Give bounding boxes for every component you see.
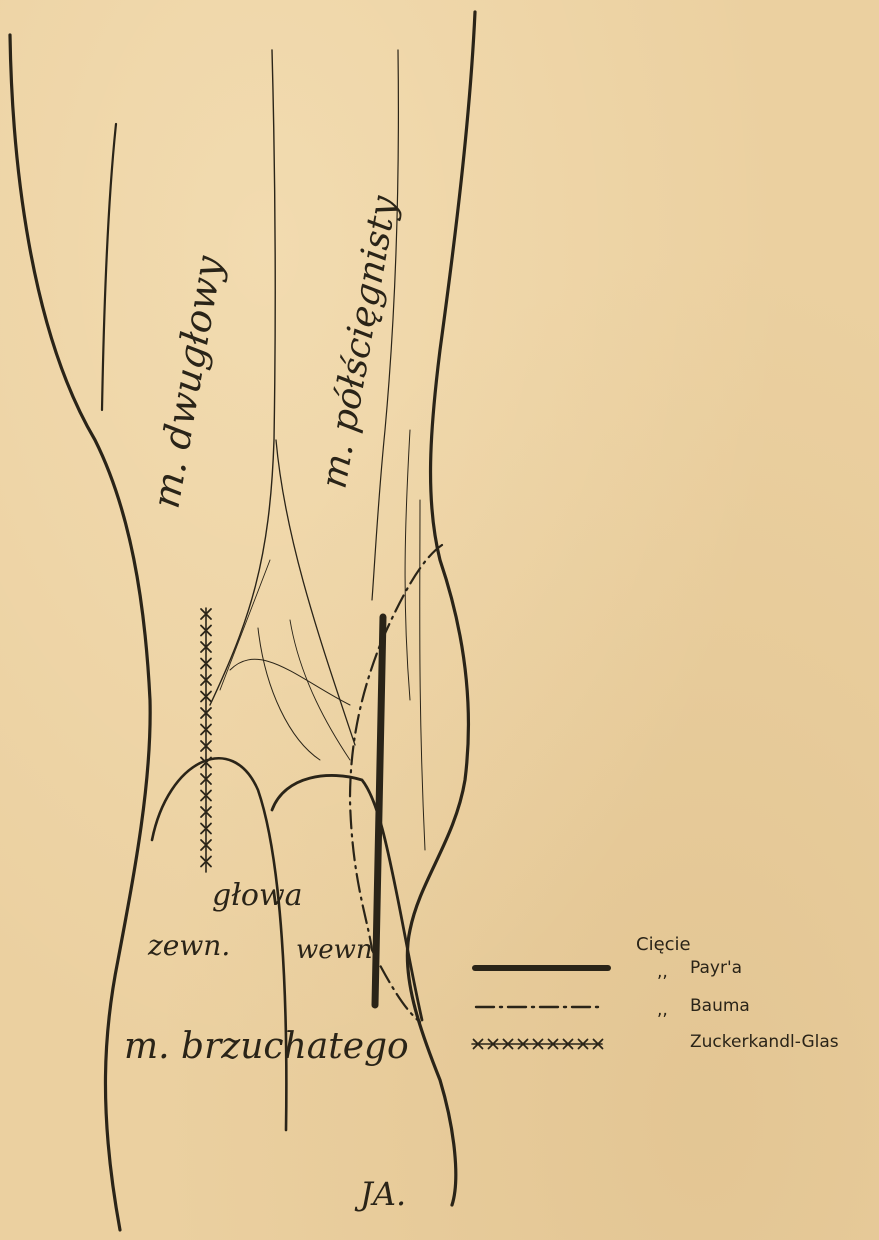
- fascia-strand-2: [220, 560, 270, 690]
- midline-upper: [210, 50, 275, 705]
- legend-item-baum-label: Bauma: [690, 996, 750, 1016]
- label-medial: wewn.: [296, 935, 381, 965]
- zuckerkandl-glas-incision-line: [201, 608, 211, 872]
- fascia-curve-left: [258, 628, 320, 760]
- fascia-curve-mid: [230, 659, 350, 705]
- fascia-strand: [290, 620, 350, 760]
- legend-item-payr-label: Payr'a: [690, 958, 742, 978]
- legend-item-zuckerkandl-label: Zuckerkandl-Glas: [690, 1032, 839, 1052]
- signature: JA.: [354, 1175, 406, 1213]
- right-limb-contour: [407, 12, 475, 1205]
- label-gastrocnemius: m. brzuchatego: [124, 1026, 409, 1067]
- semitendinosus-tendon-b: [420, 500, 425, 850]
- label-biceps: m. dwugłowy: [144, 252, 232, 511]
- legend-item-payr-ditto: ,,: [657, 962, 668, 982]
- semitendinosus-tendon-a: [405, 430, 410, 700]
- legend-item-baum-ditto: ,,: [657, 1000, 668, 1020]
- biceps-border-line: [102, 124, 116, 410]
- label-head: głowa: [212, 878, 303, 913]
- legend-heading: Cięcie: [636, 934, 691, 955]
- legend-zuckerkandl-line-sample: [472, 1040, 603, 1049]
- label-lateral: zewn.: [147, 929, 230, 962]
